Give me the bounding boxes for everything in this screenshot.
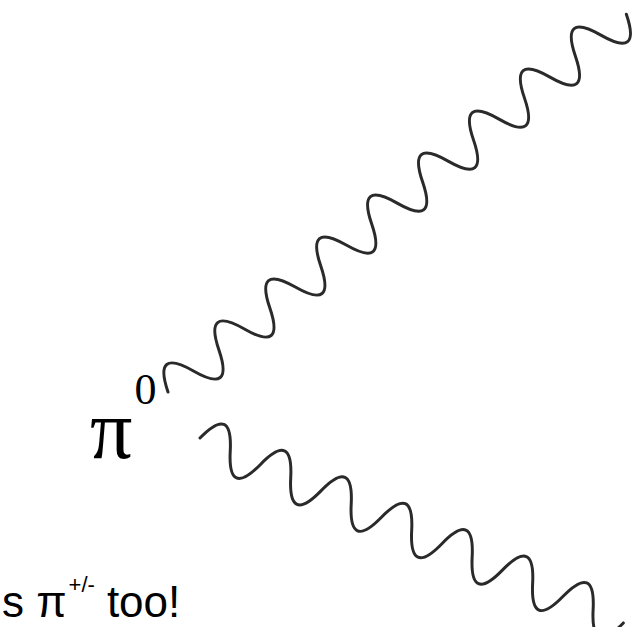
note-text: s π: [2, 580, 67, 624]
photon-wave: [154, 0, 639, 409]
photon-wave: [191, 418, 632, 627]
charge-superscript: 0: [134, 368, 156, 412]
particle-symbol: π: [90, 388, 132, 472]
note-text: too!: [107, 580, 180, 624]
charge-superscript: +/-: [69, 574, 95, 596]
